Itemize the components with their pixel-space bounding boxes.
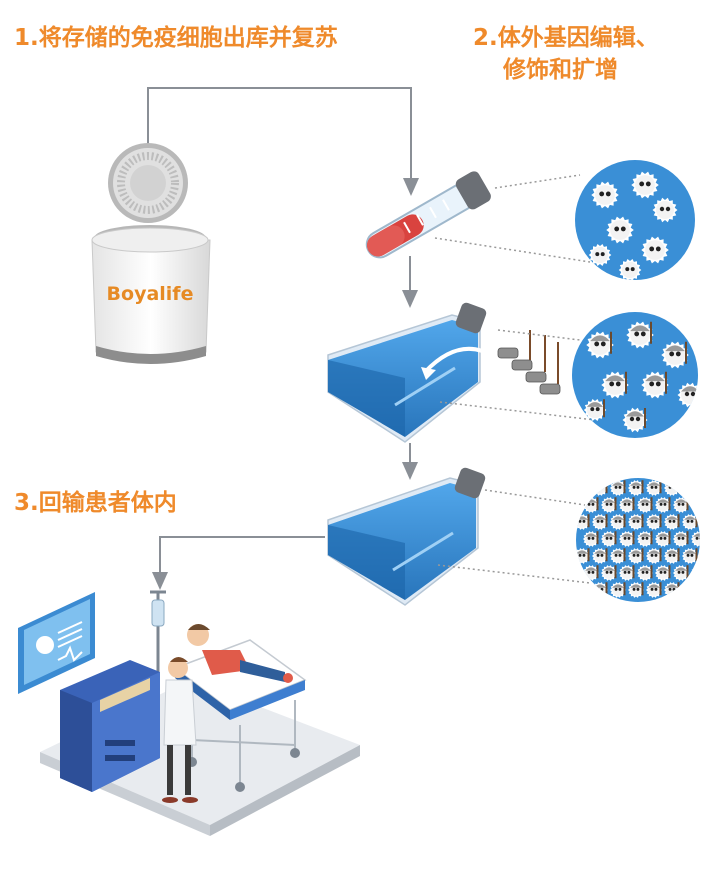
edited-cell-icon: [691, 497, 707, 513]
hospital-scene: [18, 592, 360, 836]
edited-cell-icon: [574, 582, 590, 598]
gene-edit-tools-icon: [498, 330, 560, 394]
arrow-flask2-to-patient: [160, 537, 325, 582]
culture-flask-2-icon: [328, 466, 487, 605]
zoom-circle-expansion: [574, 478, 707, 602]
zoom-circle-cells: [575, 160, 695, 281]
edited-cell-icon: [592, 582, 608, 598]
edited-cell-icon: [682, 480, 698, 496]
test-tube-icon: [360, 169, 493, 265]
edited-cell-icon: [574, 480, 590, 496]
edited-cell-icon: [682, 582, 698, 598]
storage-canister-icon: Boyalife: [92, 143, 210, 364]
brand-logo: Boyalife: [107, 283, 194, 305]
culture-flask-1-icon: [328, 301, 495, 442]
zoom-circle-editing: [572, 312, 703, 438]
monitor-icon: [18, 592, 95, 694]
